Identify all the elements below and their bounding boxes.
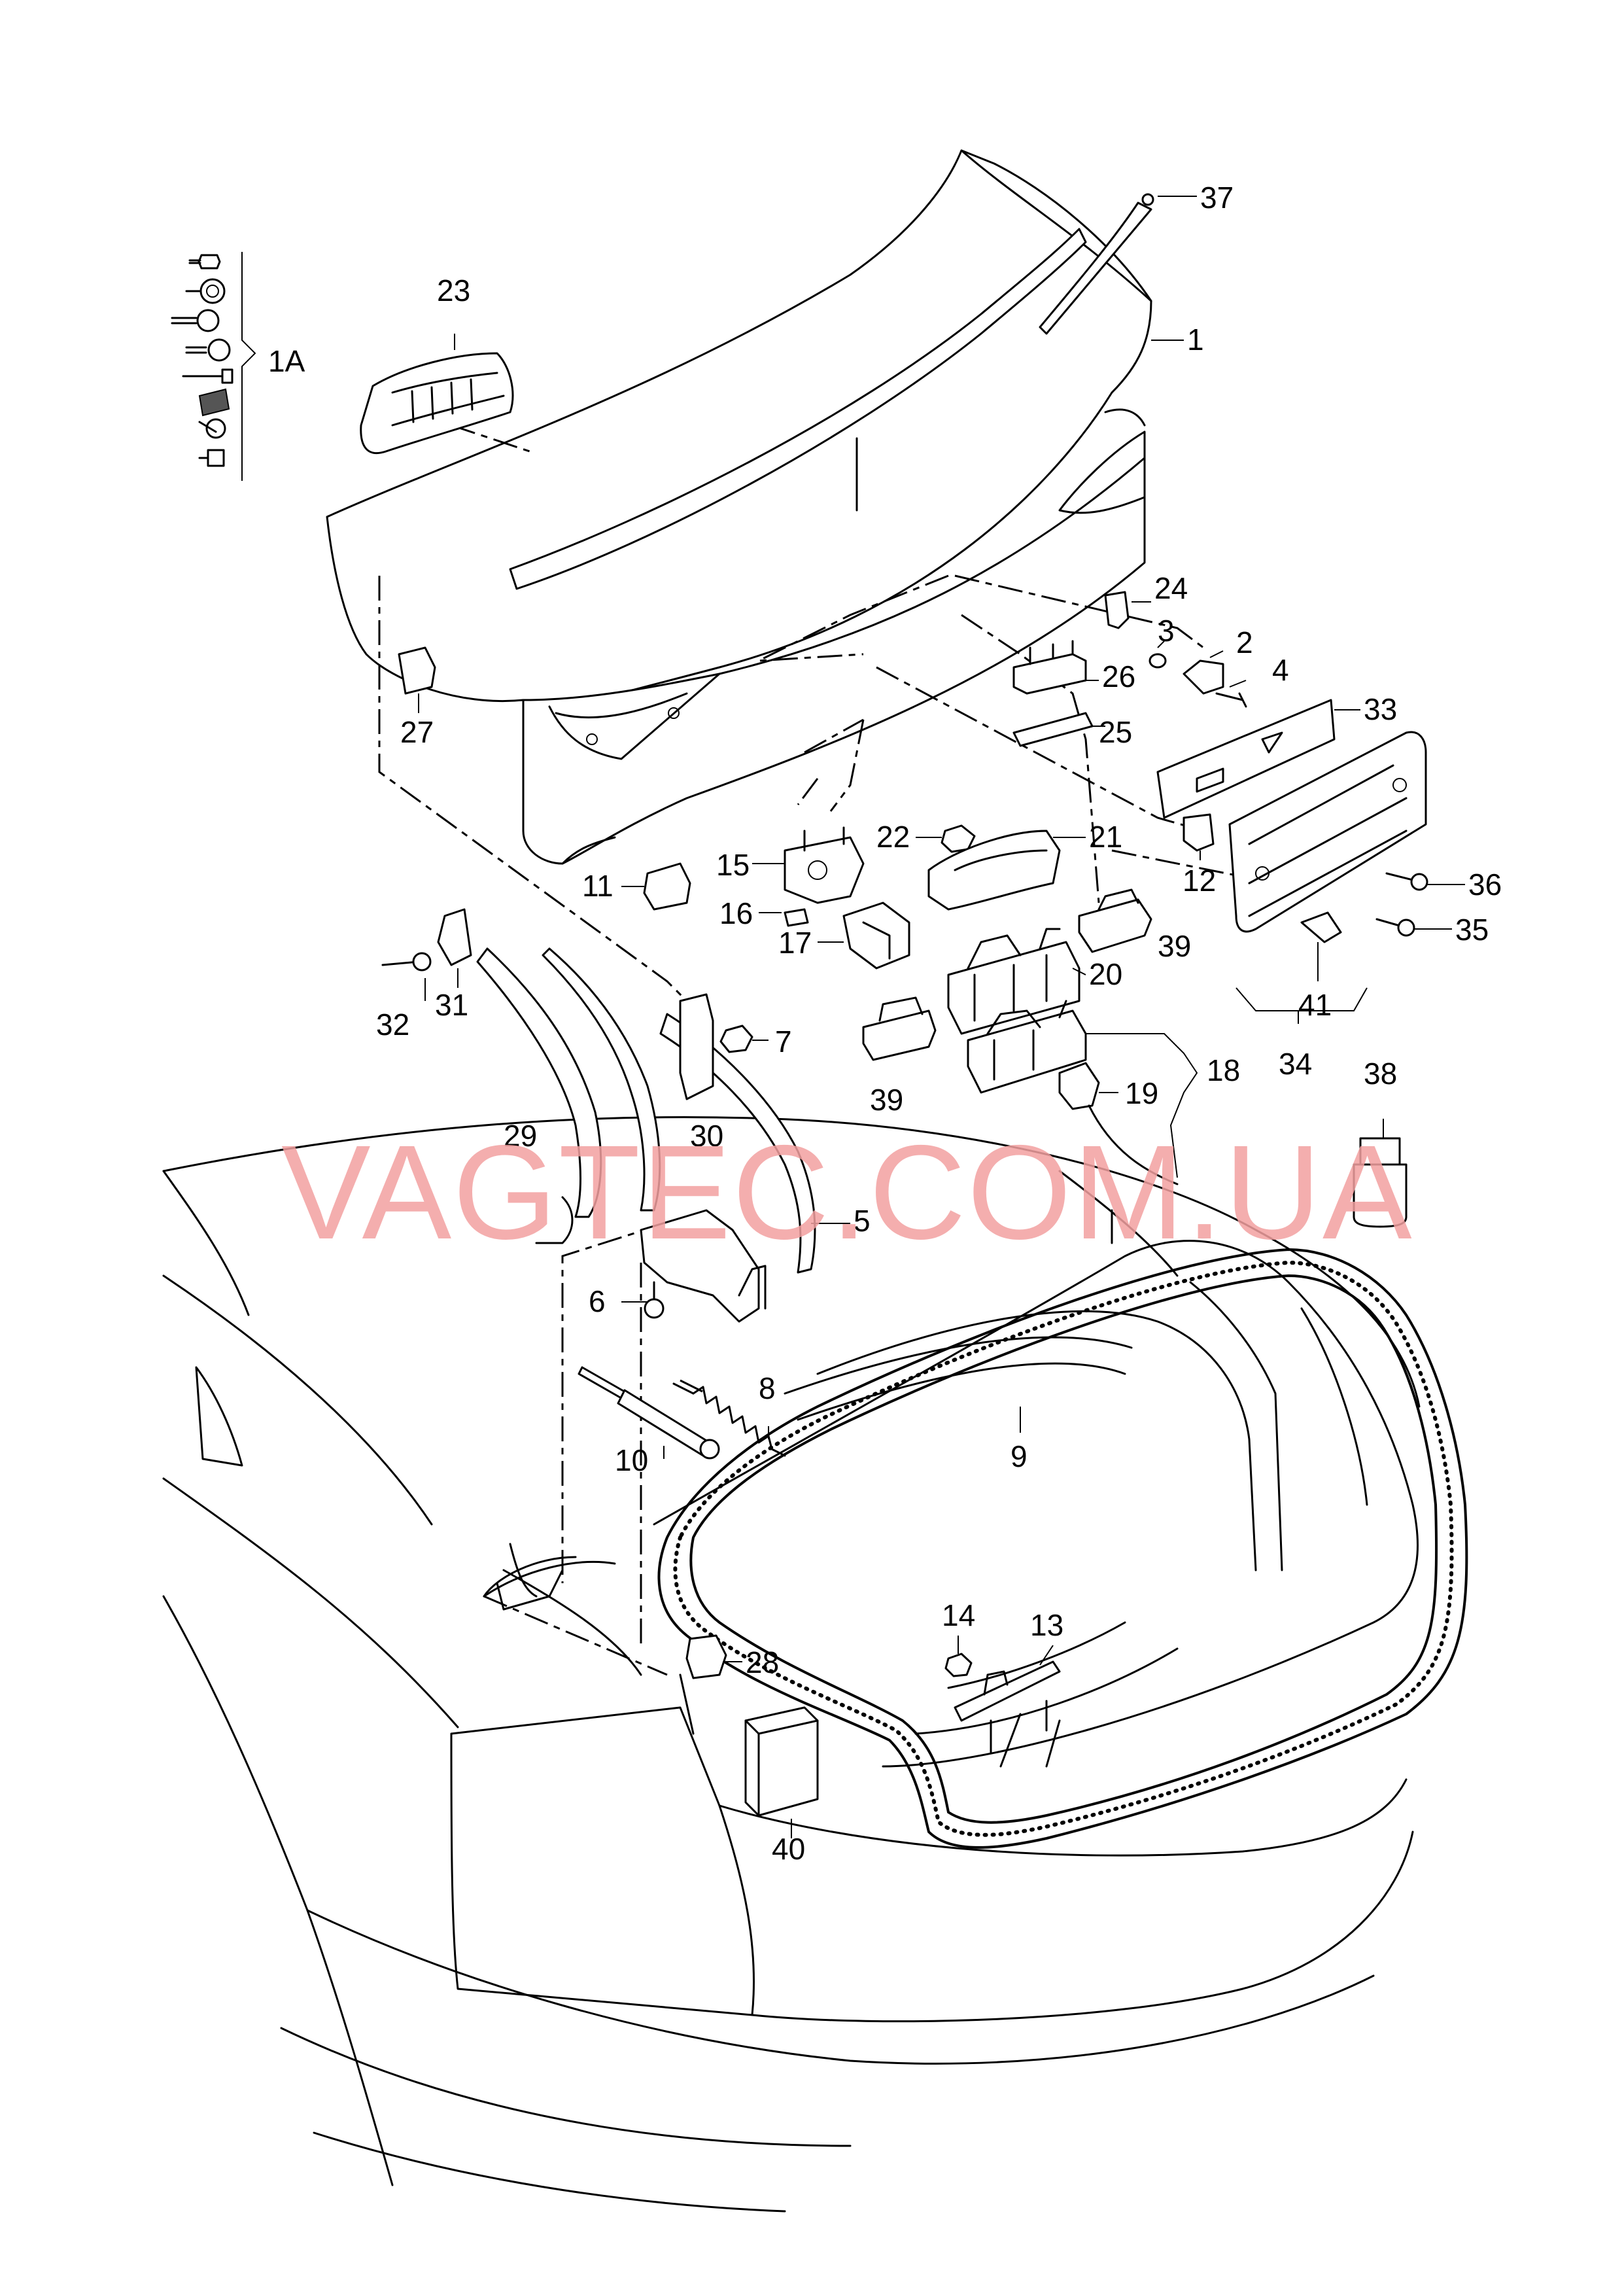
callout-labels: 37 1 1A 23 24 3 2 4 26 33 25 27 22 21 15… [268,181,1502,1866]
camera-modules [947,928,1087,1094]
label-29: 29 [504,1119,537,1153]
label-12: 12 [1183,864,1216,898]
label-39a: 39 [870,1083,903,1117]
clip-12 [1183,813,1215,852]
trim-25 [1012,712,1094,747]
label-35: 35 [1455,913,1489,947]
spoiler-strip [1039,193,1154,335]
label-41: 41 [1298,988,1332,1022]
label-32: 32 [376,1007,409,1042]
bump-stop-28 [685,1634,727,1679]
label-8: 8 [759,1371,776,1405]
label-33: 33 [1364,692,1397,726]
label-22: 22 [876,820,910,854]
label-24: 24 [1154,571,1188,605]
label-26: 26 [1102,659,1135,693]
striker-13 [954,1660,1061,1755]
label-20: 20 [1089,957,1122,991]
bump-stop-27 [398,646,436,695]
bracket-31 [437,908,472,966]
label-10: 10 [615,1443,648,1477]
bumper-24 [1104,591,1130,629]
label-7: 7 [775,1025,792,1059]
nut-14 [944,1653,973,1677]
label-1: 1 [1187,323,1204,357]
label-2: 2 [1236,625,1253,659]
bracket-34 [1235,987,1368,1024]
bolt-4 [1215,692,1247,708]
label-39b: 39 [1158,929,1191,963]
label-31: 31 [435,988,468,1022]
trunk-lid [326,149,1152,865]
label-18: 18 [1207,1053,1240,1087]
label-4: 4 [1272,653,1289,687]
license-plate-holder [1228,731,1427,933]
label-30: 30 [690,1119,723,1153]
hinge-arms [476,947,816,1274]
label-25: 25 [1099,715,1132,749]
label-19: 19 [1125,1076,1158,1110]
label-16: 16 [719,896,753,930]
label-6: 6 [589,1284,606,1318]
watermark-text: VAGTEC.COM.UA [281,1117,1413,1267]
clip-41 [1300,911,1342,943]
label-5: 5 [854,1204,871,1238]
label-17: 17 [778,926,812,960]
module-box-40 [744,1706,819,1817]
weatherstrip-seal-9 [657,1248,1468,1849]
washer-3 [1149,653,1167,669]
label-38: 38 [1364,1057,1397,1091]
label-36: 36 [1468,867,1502,902]
hinge-5 [640,993,767,1323]
microswitch-19 [1058,1062,1100,1110]
label-37: 37 [1200,181,1234,215]
license-lamp-left [862,1009,937,1061]
label-13: 13 [1030,1608,1063,1642]
lock-assembly [784,826,910,970]
car-body [162,1116,1421,2213]
label-23: 23 [437,273,470,307]
nut-7 [719,1025,753,1053]
license-lamp-right [1078,898,1152,953]
label-21: 21 [1089,820,1122,854]
leader-lines [418,196,1465,1838]
adhesive-bottle-38 [1353,1137,1408,1228]
handle-release-assembly [927,824,1061,911]
fastener-set [171,252,256,481]
label-1a: 1A [268,344,305,378]
label-40: 40 [772,1832,805,1866]
handle-trim [360,352,514,455]
label-34: 34 [1279,1047,1312,1081]
label-14: 14 [942,1598,975,1632]
label-15: 15 [716,848,750,882]
label-27: 27 [400,715,434,749]
trim-panel-33 [1156,699,1336,819]
label-11: 11 [582,869,613,903]
bolt-6 [644,1281,665,1319]
screw-35 [1375,918,1415,937]
gas-strut-10 [578,1366,720,1460]
bump-stop-11 [643,862,691,911]
screw-36 [1385,872,1428,891]
label-28: 28 [746,1645,779,1679]
label-9: 9 [1011,1439,1028,1473]
label-3: 3 [1158,614,1175,648]
striker-2 [1183,659,1224,695]
